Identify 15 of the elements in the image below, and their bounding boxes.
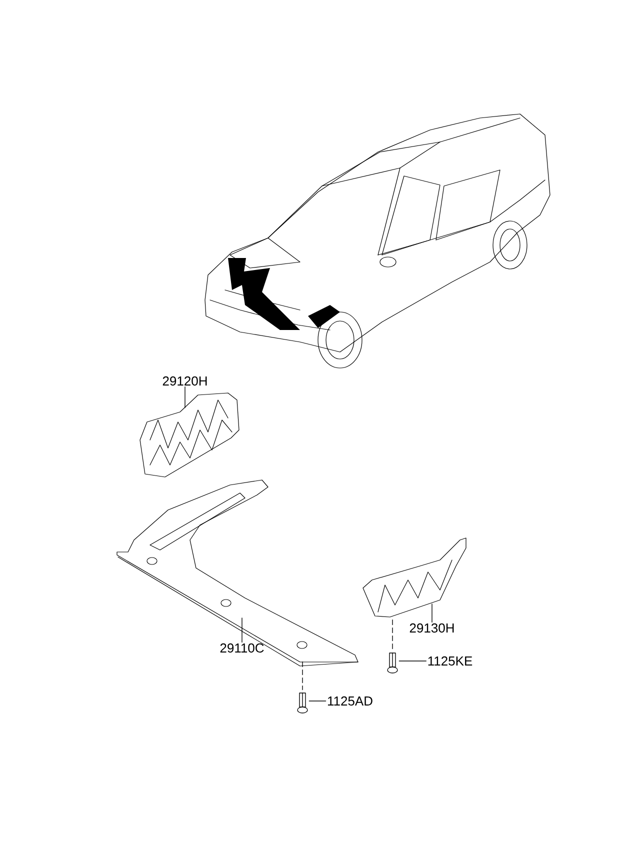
under-cover-drawing	[116, 480, 358, 666]
heat-shield-drawing	[362, 538, 466, 618]
part-number: 29110C	[220, 643, 264, 653]
bolt-drawing	[387, 652, 398, 674]
assembly-line	[392, 619, 393, 650]
assembly-line	[302, 661, 303, 690]
leader-line	[308, 700, 326, 702]
leader-line	[398, 660, 426, 662]
part-number: 1125AD	[328, 696, 372, 706]
bolt-drawing	[297, 692, 308, 714]
part-number: 29130H	[410, 623, 454, 633]
part-number: 1125KE	[428, 656, 472, 666]
heat-shield-drawing	[140, 392, 240, 478]
leader-line	[184, 386, 186, 408]
part-number: 29120H	[162, 376, 207, 386]
